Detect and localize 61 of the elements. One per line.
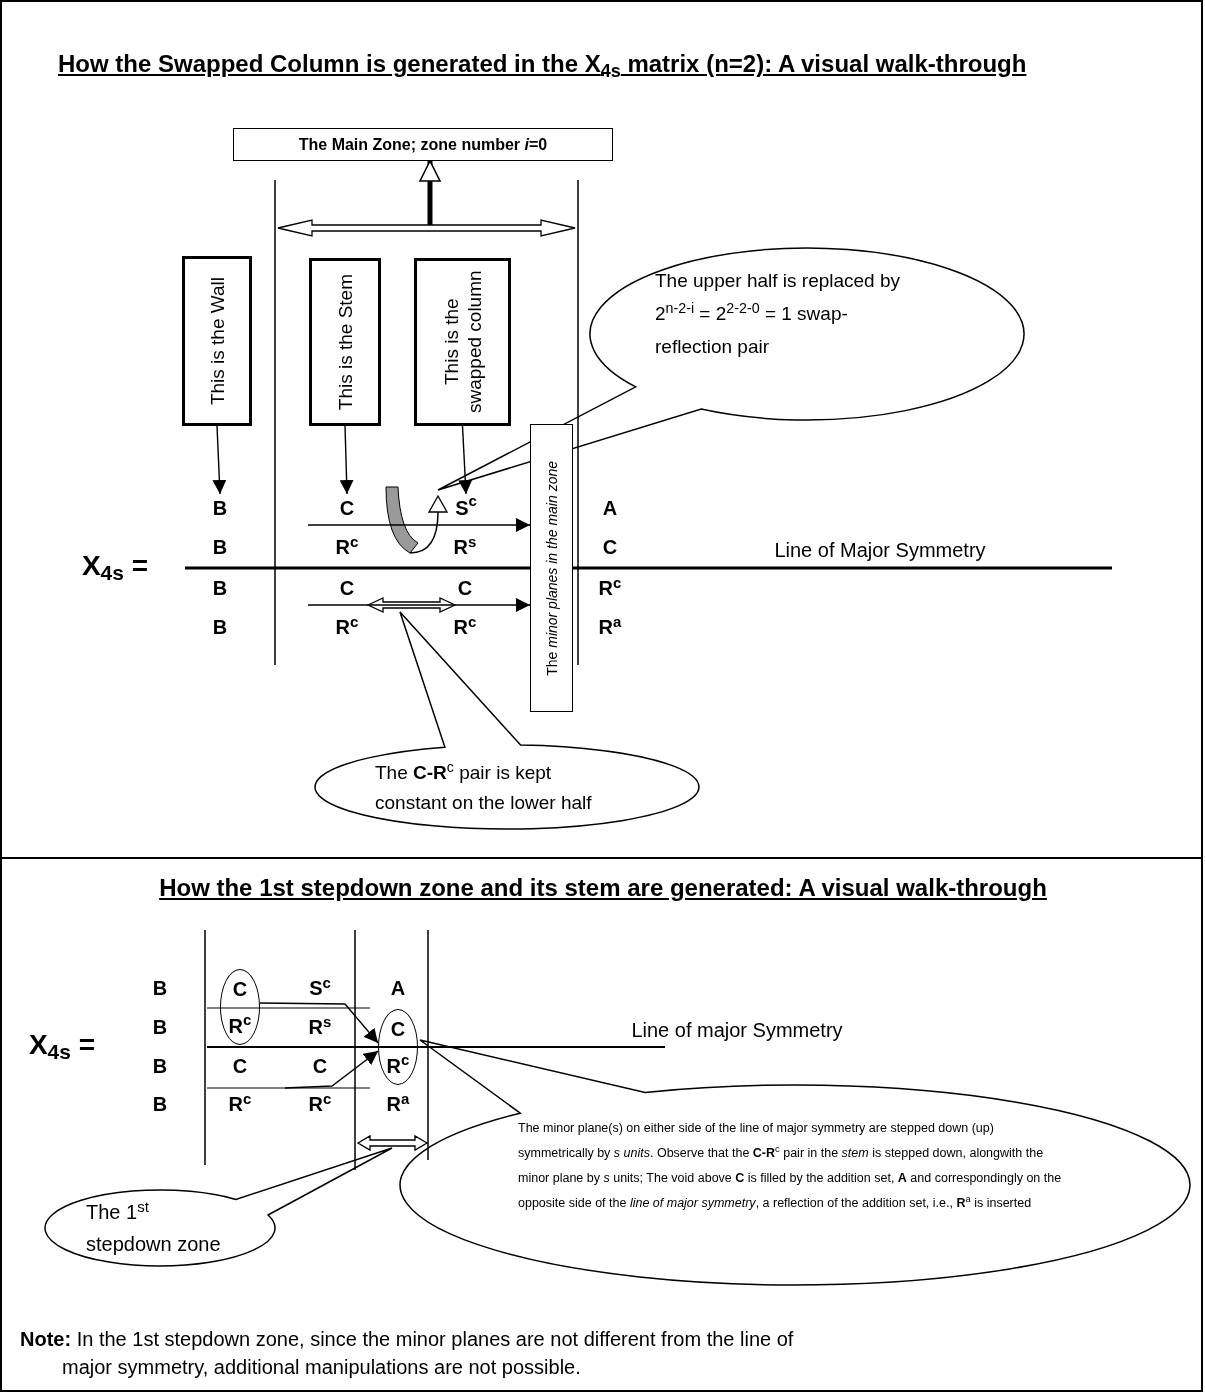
matrix-entry: S$^{c}$ (309, 973, 331, 1001)
matrix-entry: B (152, 976, 168, 1001)
matrix-entry: R$^{a}$ (598, 612, 622, 640)
matrix-entry: R$^{c}$ (308, 1089, 332, 1117)
matrix-name: X$_{4s}$ = (81, 549, 149, 587)
note-text: Note: In the 1st stepdown zone, since the minor planes are not different from the line of major symmetry, additional manipulations are not possible. (20, 1327, 795, 1380)
matrix-entry: A (390, 976, 406, 1001)
zone-label-box (233, 128, 613, 161)
matrix-entry: R$^{s}$ (308, 1012, 332, 1040)
matrix-entry: R$^{a}$ (386, 1089, 410, 1117)
callout-text: The 1$^{st}$ stepdown zone (86, 1201, 221, 1255)
matrix-entry: C (339, 576, 355, 601)
matrix-entry: B (152, 1092, 168, 1117)
arrow (259, 1002, 379, 1044)
matrix-entry: C (232, 1054, 248, 1079)
arrow (284, 1050, 379, 1089)
box-label: The minor planes in the main zone (542, 460, 561, 676)
matrix-entry: C (457, 576, 473, 601)
arrow (419, 160, 441, 225)
arrow (458, 425, 473, 495)
matrix-entry: R$^{c}$ (335, 612, 359, 640)
matrix-entry: C (332, 494, 362, 522)
box-label: This is the Stem (333, 273, 357, 411)
matrix-entry: B (212, 576, 228, 601)
matrix-entry: S$^{c}$ (449, 494, 483, 522)
minor-plane-box (530, 424, 573, 712)
matrix-entry: B (205, 494, 235, 522)
arrow (307, 598, 531, 612)
diagram-title: How the Swapped Column is generated in the X$_{4s}$ matrix (n=2): A visual walk-through (58, 50, 1027, 77)
matrix-entry: B (152, 1015, 168, 1040)
matrix-entry: B (152, 1054, 168, 1079)
matrix-entry: R$^{c}$ (453, 612, 477, 640)
callout-text: The C-R$^{c}$ pair is kept constant on the lower half (375, 762, 592, 813)
box-label: This is the swapped column (439, 269, 486, 416)
matrix-entry: B (212, 535, 228, 560)
arrow (307, 518, 531, 532)
box-label: The Main Zone; zone number i=0 (298, 134, 548, 155)
matrix-entry: B (212, 615, 228, 640)
matrix-entry: R$^{c}$ (228, 1014, 252, 1037)
matrix-entry: C (602, 535, 618, 560)
callout-text: The minor plane(s) on either side of the line of major symmetry are stepped down (up) symmetrically by s units. Observe that the C-R$^{c}$ pair in the stem is stepped down, alongwith the minor plane by s units; The void above C is filled by the addition set, A and correspondingly on the opposite side of the line of major symmetry, a reflection of the addition set, i.e., R$^{a}$ is inserted (518, 1121, 1062, 1210)
section-heading: How the 1st stepdown zone and its stem are generated: A visual walk-through (159, 873, 1047, 903)
axis-label: Line of major Symmetry (631, 1018, 843, 1043)
matrix-entry: C (390, 1017, 406, 1040)
matrix-entry: C (232, 977, 248, 1000)
matrix-entry: R$^{c}$ (386, 1054, 410, 1077)
matrix-entry: R$^{c}$ (598, 573, 622, 601)
callout-text: The upper half is replaced by 2$^{n-2-i}$ = 2$^{2-2-0}$ = 1 swap-reflection pair (655, 270, 901, 357)
arrow (339, 425, 354, 495)
matrix-entry: R$^{c}$ (228, 1089, 252, 1117)
label-box (309, 258, 381, 426)
label-box (414, 258, 511, 426)
matrix-name: X$_{4s}$ = (28, 1028, 96, 1066)
matrix-entry: R$^{s}$ (453, 532, 477, 560)
arrow (212, 425, 227, 495)
label-box (182, 256, 252, 426)
matrix-entry: A (602, 496, 618, 521)
axis-label: Line of Major Symmetry (774, 538, 986, 563)
matrix-entry: C (312, 1054, 328, 1079)
box-label: This is the Wall (205, 276, 229, 406)
matrix-entry: R$^{c}$ (335, 532, 359, 560)
